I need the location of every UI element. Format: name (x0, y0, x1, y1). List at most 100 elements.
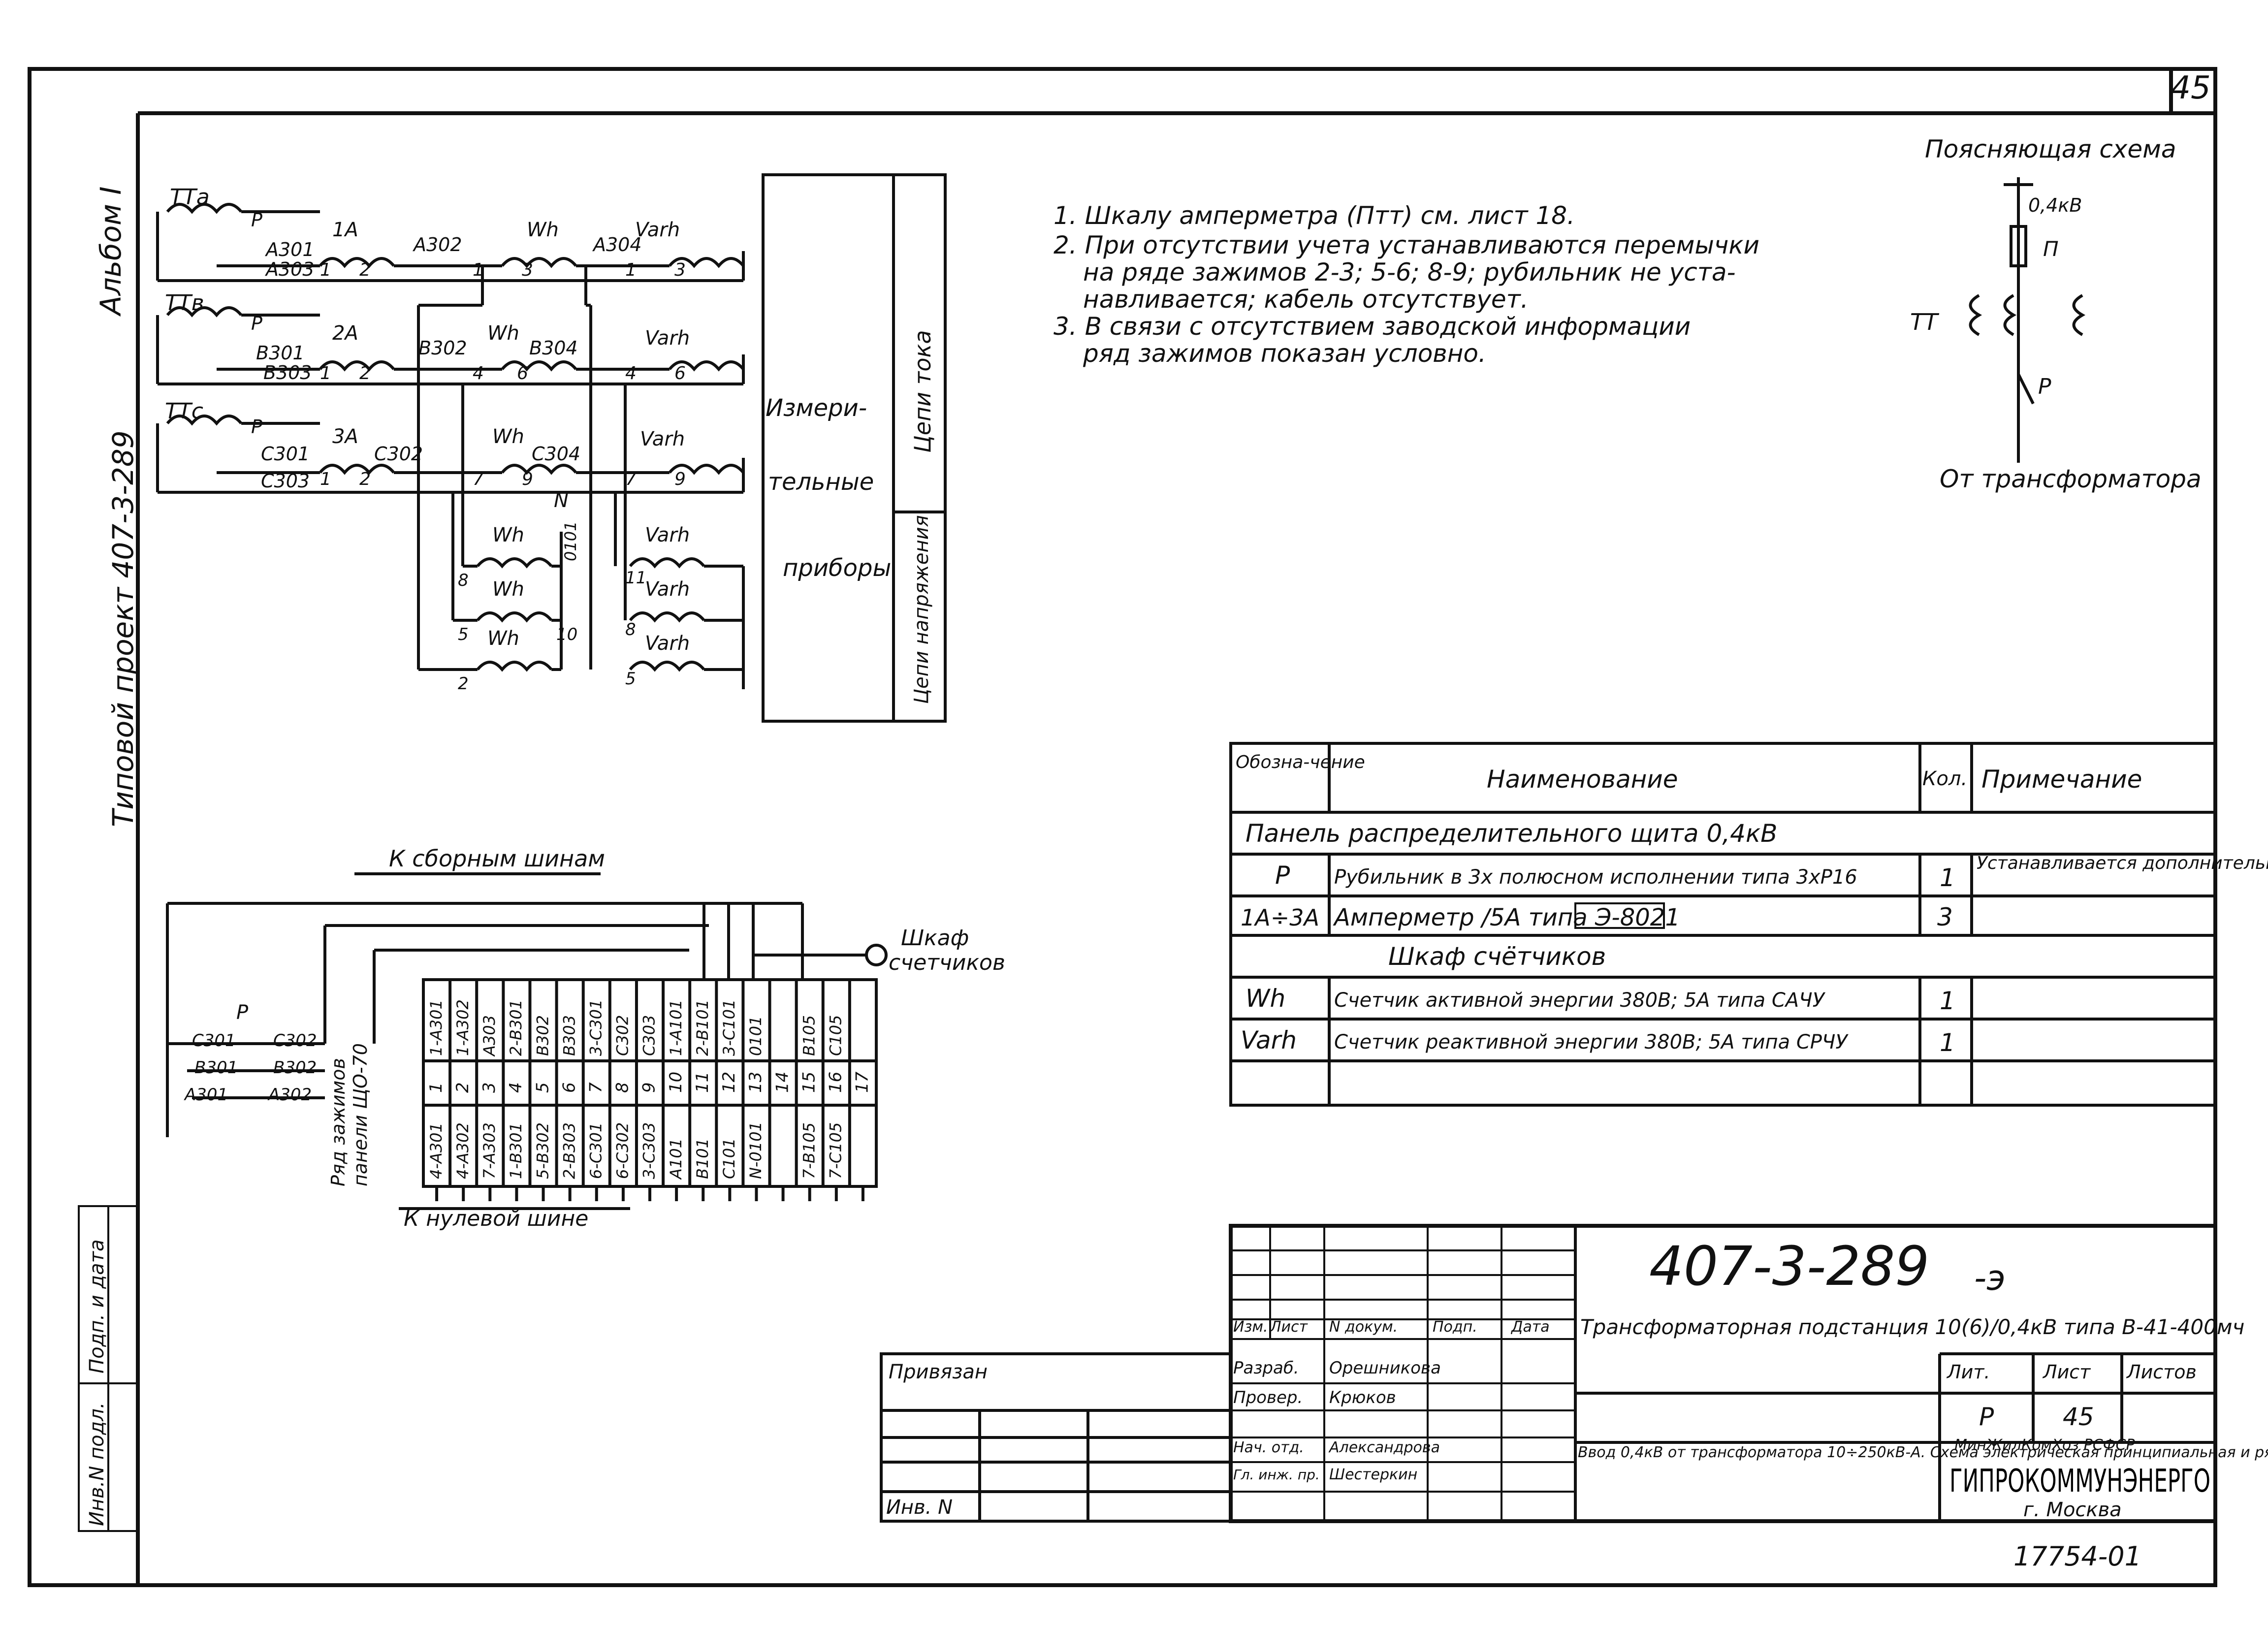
svg-text:Нач. отд.: Нач. отд. (1233, 1439, 1304, 1456)
svg-text:С302: С302 (374, 443, 423, 465)
terminal-bottom-label: 3-С303 (640, 1122, 659, 1179)
svg-text:Гл. инж. пр.: Гл. инж. пр. (1233, 1467, 1320, 1483)
svg-text:Лист: Лист (1270, 1318, 1309, 1336)
note-line-5: 3. В связи с отсутствием заводской инфор… (1054, 312, 1691, 341)
tt-c-label: ТТс (165, 399, 203, 424)
svg-text:Varh: Varh (645, 524, 690, 546)
terminal-number: 8 (613, 1082, 633, 1093)
svg-text:1: 1 (320, 260, 331, 280)
terminal-bottom-label: 5-В302 (533, 1122, 552, 1179)
terminal-top-label: 1-А302 (453, 999, 472, 1056)
svg-text:Инв. N: Инв. N (886, 1496, 953, 1519)
svg-text:N докум.: N докум. (1329, 1318, 1398, 1336)
svg-text:1: 1 (625, 260, 637, 280)
svg-text:А301: А301 (184, 1085, 228, 1105)
terminal-top-label: 3-С101 (720, 999, 738, 1056)
svg-text:4: 4 (625, 363, 637, 383)
terminal-bottom-label: 4-А302 (453, 1122, 472, 1179)
svg-text:МинЖилКомХоз РСФСР: МинЖилКомХоз РСФСР (1954, 1436, 2135, 1454)
terminal-number: 4 (506, 1082, 526, 1093)
terminal-bottom-label: 6-С301 (587, 1122, 606, 1179)
svg-text:В301: В301 (194, 1058, 238, 1078)
svg-text:7: 7 (625, 469, 637, 489)
spec-table: Обозна-чение Наименование Кол. Примечани… (1229, 742, 2268, 1107)
svg-text:9: 9 (674, 469, 686, 489)
svg-text:11: 11 (625, 568, 646, 588)
svg-text:3: 3 (1937, 903, 1953, 931)
svg-text:7: 7 (473, 469, 484, 489)
svg-text:Wh: Wh (492, 425, 524, 448)
tt-coil-1 (1969, 294, 1982, 336)
sheet-number: 45 (2171, 70, 2210, 106)
svg-text:Изм.: Изм. (1233, 1318, 1268, 1336)
svg-text:Рубильник в 3х полюсном исполн: Рубильник в 3х полюсном исполнении типа … (1334, 866, 1857, 889)
terminal-number: 10 (666, 1072, 686, 1093)
terminal-top-label: 2-В101 (693, 999, 712, 1056)
svg-text:5: 5 (625, 669, 636, 689)
left-stamp: Подп. и дата Инв.N подл. (78, 1205, 139, 1532)
svg-text:Привязан: Привязан (889, 1361, 988, 1383)
binding-block: Привязан Инв. N (880, 1352, 1232, 1523)
svg-text:счетчиков: счетчиков (889, 950, 1005, 975)
svg-text:Р: Р (251, 209, 262, 231)
svg-text:Счетчик активной энергии 380В;: Счетчик активной энергии 380В; 5А типа С… (1334, 989, 1826, 1012)
svg-text:Wh: Wh (487, 627, 519, 650)
svg-text:Листов: Листов (2126, 1361, 2197, 1383)
svg-text:Александрова: Александрова (1328, 1439, 1440, 1456)
svg-text:2: 2 (359, 469, 371, 489)
svg-text:тельные: тельные (768, 468, 874, 496)
terminal-number: 14 (772, 1072, 792, 1093)
svg-text:Varh: Varh (1241, 1026, 1297, 1054)
svg-text:3: 3 (674, 260, 686, 280)
svg-text:Varh: Varh (645, 327, 690, 350)
svg-text:Крюков: Крюков (1329, 1388, 1396, 1407)
terminal-number: 3 (479, 1082, 499, 1093)
svg-text:2: 2 (458, 674, 469, 694)
svg-text:2: 2 (359, 363, 371, 383)
terminal-bottom-label: 1-В301 (507, 1122, 525, 1179)
spec-header-note: Примечание (1981, 765, 2142, 794)
explain-title: Поясняющая схема (1925, 135, 2176, 163)
svg-text:2А: 2А (332, 322, 358, 345)
terminal-top-label: В302 (533, 1015, 552, 1056)
title-block: 407-3-289 -э Трансформаторная подстанция… (1229, 1224, 2268, 1523)
svg-text:Орешникова: Орешникова (1329, 1358, 1441, 1378)
terminal-strip: К сборным шинам Шкаф счетчиков С301 В301… (166, 845, 1005, 1231)
svg-text:С301: С301 (261, 443, 310, 465)
note-line-4: навливается; кабель отсутствует. (1083, 285, 1529, 314)
svg-text:1: 1 (1940, 1028, 1955, 1057)
svg-text:С303: С303 (261, 470, 310, 492)
left-cell-sign: Подп. и дата (86, 1240, 108, 1373)
wiring-scheme: ТТа Р А301 1А А302 Wh А304 Varh А303 1 2… (156, 173, 947, 723)
svg-text:Р: Р (251, 313, 262, 334)
svg-text:1: 1 (320, 469, 331, 489)
side-album: Альбом I (94, 187, 128, 317)
svg-text:5: 5 (458, 625, 469, 644)
terminal-bottom-label: 6-С302 (613, 1122, 632, 1179)
svg-text:Цепи тока: Цепи тока (909, 330, 936, 453)
svg-text:Wh: Wh (487, 322, 519, 345)
tt-coil-2 (2003, 294, 2017, 336)
terminal-number: 9 (639, 1082, 659, 1093)
svg-text:Varh: Varh (640, 428, 685, 450)
svg-text:Измери-: Измери- (766, 394, 867, 422)
svg-text:1: 1 (1940, 987, 1955, 1015)
svg-text:-э: -э (1974, 1258, 2006, 1298)
svg-text:Wh: Wh (492, 578, 524, 601)
svg-text:Р: Р (236, 1001, 249, 1024)
explain-voltage: 0,4кВ (2028, 194, 2082, 216)
svg-text:0101: 0101 (561, 521, 580, 561)
svg-text:Дата: Дата (1510, 1318, 1550, 1336)
svg-text:А304: А304 (592, 234, 642, 255)
svg-text:А303: А303 (264, 258, 315, 280)
notes: 1. Шкалу амперметра (Птт) см. лист 18. 2… (1054, 201, 1759, 368)
svg-text:В304: В304 (529, 337, 578, 359)
svg-text:Р: Р (1979, 1403, 1994, 1431)
terminal-bottom-label: 4-А301 (427, 1122, 446, 1179)
svg-text:Подп.: Подп. (1433, 1318, 1477, 1336)
side-project: Типовой проект 407-3-289 (106, 430, 140, 827)
svg-text:1А÷3А: 1А÷3А (1241, 904, 1319, 931)
svg-text:Р: Р (1275, 861, 1290, 890)
svg-text:Шестеркин: Шестеркин (1329, 1466, 1417, 1483)
